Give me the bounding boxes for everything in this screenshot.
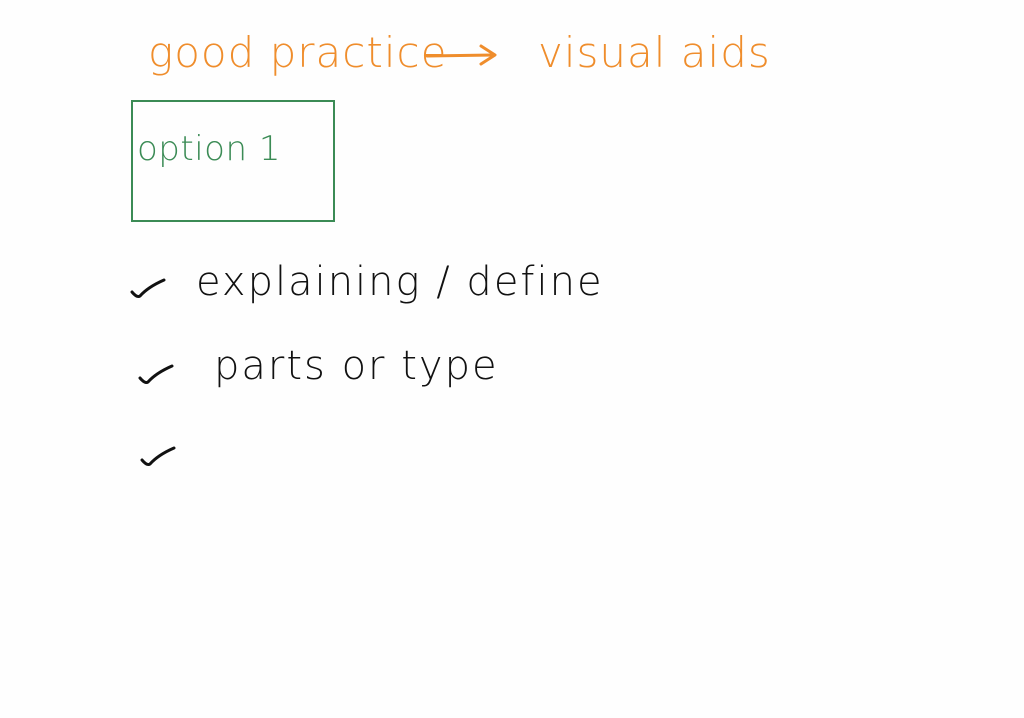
title-right-text: visual aids xyxy=(538,28,771,77)
bullet-2-text: parts or type xyxy=(214,343,499,389)
option-box xyxy=(131,100,335,222)
option-label: option 1 xyxy=(137,129,281,169)
checkmark-icon xyxy=(138,364,174,384)
title-left-text: good practice xyxy=(148,28,448,77)
checkmark-icon xyxy=(140,446,176,466)
right-arrow-icon xyxy=(425,44,497,66)
bullet-1-text: explaining / define xyxy=(196,259,604,305)
checkmark-icon xyxy=(130,278,166,298)
